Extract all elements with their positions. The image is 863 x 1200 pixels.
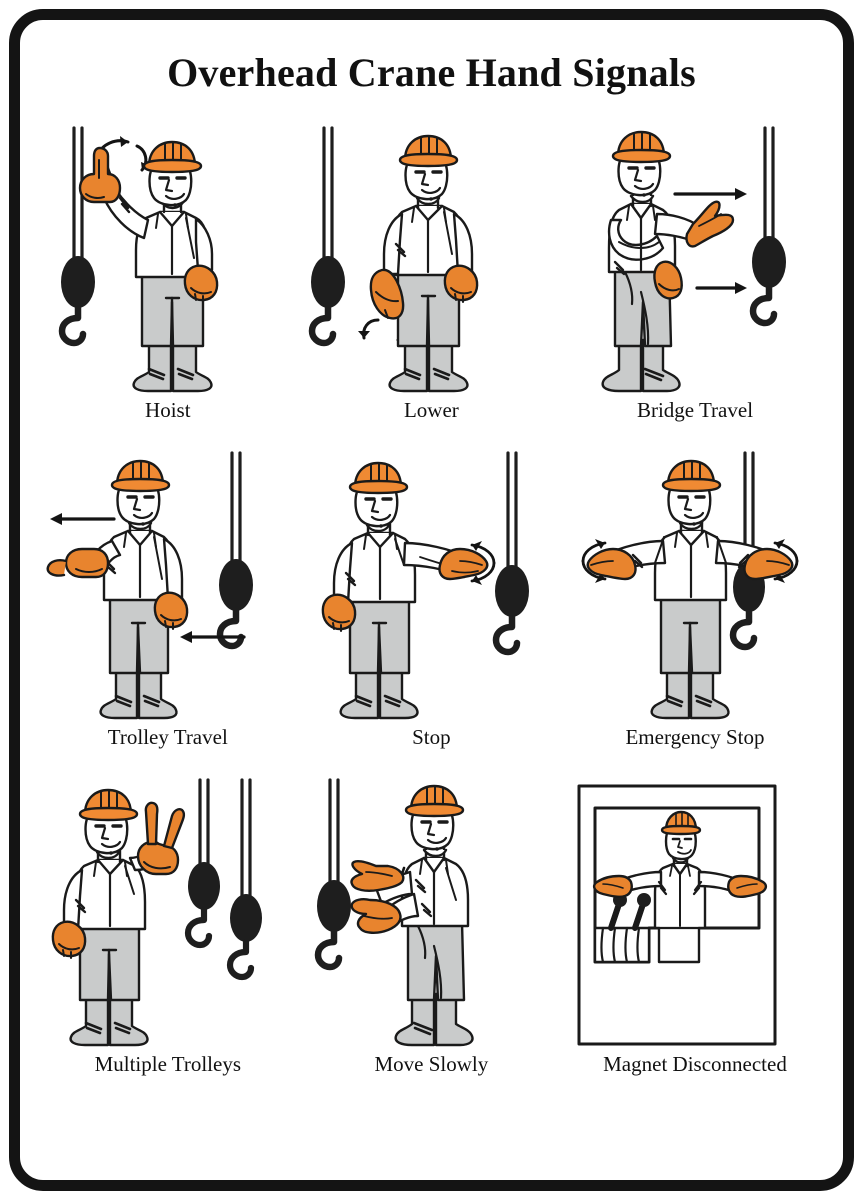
head <box>667 481 712 526</box>
signal-cell-lower[interactable]: Lower <box>300 122 564 421</box>
signal-label-trolley-travel: Trolley Travel <box>107 725 228 749</box>
signal-cell-magnet-disconnected[interactable]: Magnet Disconnected <box>563 776 827 1075</box>
extended-glove <box>438 547 489 581</box>
crane-hook-right-2 <box>227 778 263 981</box>
emergency-stop-signal-icon <box>582 451 799 720</box>
signal-grid: Hoist <box>36 122 827 1075</box>
fist-glove <box>321 593 357 632</box>
signal-cell-trolley-travel[interactable]: Trolley Travel <box>36 449 300 748</box>
arrow-left-upper <box>50 513 116 525</box>
boots <box>132 338 213 393</box>
crane-hook-left <box>59 126 96 347</box>
crane-hook-right <box>750 126 787 327</box>
signal-label-bridge-travel: Bridge Travel <box>636 398 754 422</box>
signal-label-stop: Stop <box>412 725 451 749</box>
head <box>148 162 193 207</box>
hard-hat <box>398 134 459 168</box>
head <box>84 810 129 855</box>
fist-glove <box>653 260 684 300</box>
boots <box>394 992 474 1047</box>
arrow-right-lower <box>695 282 748 294</box>
boots <box>601 338 682 393</box>
hard-hat <box>348 461 409 495</box>
shirt <box>63 840 172 932</box>
boots <box>339 665 419 720</box>
boots <box>69 992 149 1047</box>
signal-row-2: Trolley Travel <box>36 449 827 748</box>
pants <box>406 920 466 1002</box>
signal-cell-multiple-trolleys[interactable]: Multiple Trolleys <box>36 776 300 1075</box>
signal-label-move-slowly: Move Slowly <box>374 1052 489 1076</box>
signal-cell-move-slowly[interactable]: Move Slowly <box>300 776 564 1075</box>
upper-glove <box>350 860 405 892</box>
pants <box>348 597 411 675</box>
arrow-left-lower <box>180 631 246 643</box>
hard-hat <box>662 459 722 493</box>
spread-glove-left <box>593 874 634 899</box>
signal-label-multiple-trolleys: Multiple Trolleys <box>94 1052 242 1076</box>
multiple-trolleys-signal-icon <box>51 778 263 1047</box>
fist-glove <box>183 264 219 303</box>
head <box>116 481 161 526</box>
move-slowly-signal-icon <box>314 778 474 1047</box>
fist-glove <box>153 591 189 630</box>
crane-hook-right-1 <box>185 778 221 949</box>
signal-cell-emergency-stop[interactable]: Emergency Stop <box>563 449 827 748</box>
control-console <box>594 926 651 964</box>
hard-hat <box>111 459 171 493</box>
signal-cell-stop[interactable]: Stop <box>300 449 564 748</box>
fist-glove <box>443 264 479 303</box>
pants <box>660 595 722 675</box>
extended-glove-right <box>743 547 794 581</box>
lower-signal-icon <box>308 126 479 393</box>
extended-glove-left <box>587 547 638 581</box>
open-palm-glove <box>685 200 735 248</box>
pants <box>79 924 141 1002</box>
thumb-glove <box>46 547 110 579</box>
shirt <box>608 202 701 276</box>
signal-cell-bridge-travel[interactable]: Bridge Travel <box>563 122 827 421</box>
signal-label-hoist: Hoist <box>145 398 191 422</box>
pointing-glove <box>79 146 122 204</box>
head <box>404 156 449 201</box>
hard-hat <box>79 788 139 822</box>
crane-hook-right <box>492 451 529 656</box>
signal-label-lower: Lower <box>403 398 459 422</box>
hard-hat <box>143 140 203 174</box>
lowering-glove <box>369 268 405 320</box>
pants <box>396 270 461 348</box>
crane-hook-right <box>217 451 254 650</box>
two-finger-glove <box>137 801 186 876</box>
crane-hook-left <box>314 778 351 971</box>
boots <box>99 665 178 720</box>
spread-glove-right <box>727 874 768 899</box>
crane-hook-left <box>308 126 345 347</box>
head <box>617 152 662 197</box>
shirt <box>382 204 474 277</box>
stop-signal-icon <box>321 451 529 720</box>
magnet-disconnected-signal-icon <box>577 784 777 1046</box>
trolley-travel-signal-icon <box>46 451 254 720</box>
fist-glove <box>51 920 87 959</box>
boots <box>388 338 469 393</box>
hoist-signal-icon <box>59 126 219 393</box>
operator <box>593 810 768 964</box>
double-arrow-left-hand <box>582 539 607 583</box>
page-title: Overhead Crane Hand Signals <box>167 50 696 95</box>
double-arrow-right-hand <box>470 541 496 585</box>
signal-label-emergency-stop: Emergency Stop <box>625 725 765 749</box>
head <box>354 483 399 528</box>
double-arrow-right-hand <box>774 539 799 583</box>
signal-row-1: Hoist <box>36 122 827 421</box>
signal-cell-hoist[interactable]: Hoist <box>36 122 300 421</box>
hard-hat <box>612 130 672 164</box>
boots <box>650 665 731 720</box>
bridge-travel-signal-icon <box>601 126 787 393</box>
lower-glove <box>350 898 402 934</box>
signal-label-magnet-disconnected: Magnet Disconnected <box>603 1052 787 1076</box>
head <box>410 806 455 851</box>
signal-row-3: Multiple Trolleys <box>36 776 827 1075</box>
hard-hat <box>404 784 465 818</box>
arrow-right-upper <box>673 188 748 200</box>
